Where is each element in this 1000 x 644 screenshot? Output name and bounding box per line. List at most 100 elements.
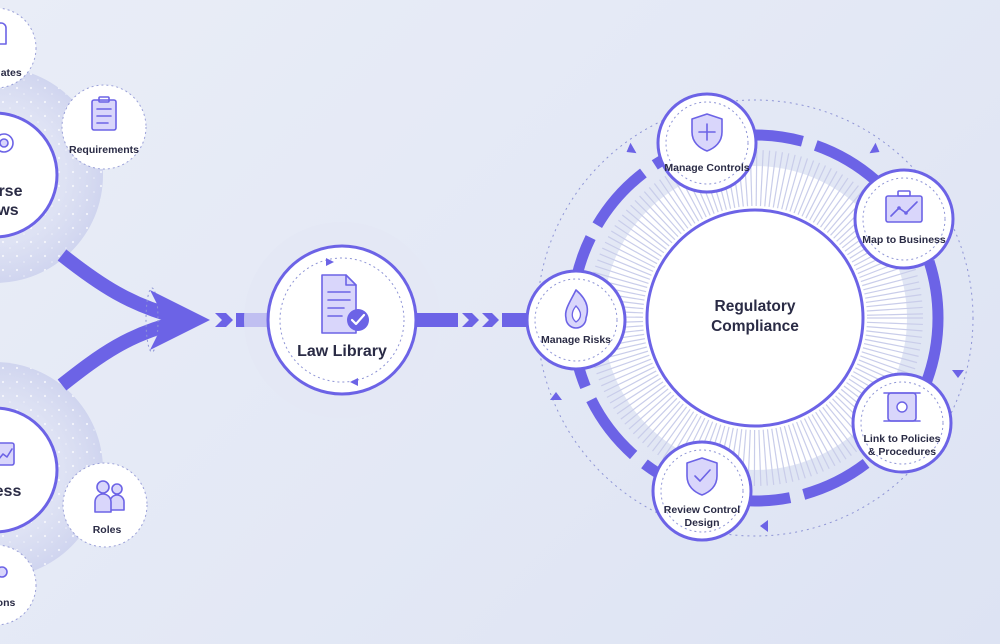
hatch-line	[637, 397, 678, 439]
hatch-line	[775, 427, 788, 484]
hatch-line	[866, 321, 923, 326]
hatch-line	[624, 388, 669, 425]
hatch-line	[861, 351, 916, 370]
cycle-arrowhead-5	[550, 392, 562, 400]
hatch-line	[768, 151, 777, 207]
shield-check-icon	[686, 457, 718, 496]
connector-arrows	[416, 313, 528, 327]
hatch-line	[863, 275, 918, 291]
hatch-line	[664, 175, 696, 224]
hatch-line	[604, 241, 656, 269]
link-policies-label-line1: Link to Policies	[863, 433, 940, 445]
cycle-arrowhead-1	[626, 142, 637, 154]
updates-node	[0, 7, 37, 89]
business-label: ess	[0, 483, 21, 500]
hatch-line	[816, 177, 849, 226]
hatch-line	[653, 183, 689, 229]
hatch-line	[642, 400, 681, 444]
hatch-line	[781, 154, 796, 210]
hatch-line	[599, 253, 652, 276]
review-design-label-line1: Review Control	[664, 504, 741, 516]
hatch-line	[797, 162, 821, 215]
hatch-line	[776, 153, 790, 209]
regulatory-compliance-center	[645, 208, 865, 428]
review-design-label-line2: Design	[684, 517, 719, 529]
hatch-line	[657, 408, 691, 456]
hatch-line	[862, 347, 918, 364]
hatch-line	[610, 230, 660, 261]
hatch-line	[866, 330, 922, 338]
updates-label: dates	[0, 67, 22, 79]
hatch-line	[632, 394, 675, 435]
hatch-line	[630, 204, 673, 244]
shield-plus-icon	[691, 113, 723, 152]
operations-label: ons	[0, 597, 15, 609]
hatch-line	[805, 168, 832, 219]
hatch-line	[862, 268, 917, 287]
hatch-line	[866, 313, 923, 316]
hatch-line	[618, 219, 665, 254]
manage-risks-label: Manage Risks	[541, 334, 611, 346]
hatch-line	[628, 391, 672, 430]
hatch-line	[758, 429, 762, 486]
operations-node	[0, 544, 37, 626]
people-icon	[94, 480, 125, 513]
requirements-label: Requirements	[69, 144, 139, 156]
hatch-line	[759, 150, 764, 207]
document-check-icon	[321, 274, 369, 334]
hatch-line	[772, 152, 784, 208]
hatch-line	[866, 306, 923, 312]
map-to-business-node[interactable]: Map to Business	[853, 168, 955, 270]
scroll-gear-icon	[883, 392, 921, 422]
hatch-line	[771, 428, 781, 485]
hatch-line	[801, 165, 827, 217]
flame-icon	[564, 289, 589, 329]
hatch-line	[662, 411, 695, 459]
hatch-line	[762, 429, 768, 486]
hatch-line	[616, 381, 664, 415]
hatch-line	[866, 300, 923, 308]
merge-arrows	[57, 249, 268, 391]
manage-risks-node[interactable]: Manage Risks	[525, 269, 627, 371]
hatch-line	[625, 209, 670, 247]
hatch-line	[597, 259, 651, 280]
hatch-line	[864, 281, 920, 295]
hatch-line	[603, 366, 655, 393]
law-library-cycle-arrow-bottom	[350, 378, 358, 386]
manage-controls-node[interactable]: Manage Controls	[656, 92, 758, 194]
law-library-label: Law Library	[297, 343, 387, 360]
hatch-line	[793, 160, 815, 214]
hatch-line	[822, 406, 858, 453]
hatch-line	[634, 200, 676, 241]
diverse-laws-label-line2: ws	[0, 202, 19, 219]
hatch-line	[866, 325, 923, 332]
hatch-line	[594, 350, 649, 369]
hatch-line	[807, 416, 836, 467]
hatch-line	[811, 414, 842, 463]
gear-icon	[0, 566, 8, 578]
hatch-line	[755, 150, 758, 207]
cycle-arrowhead-4	[760, 520, 768, 532]
compliance-cycle: Regulatory Compliance Manage Risks Manag…	[525, 92, 974, 542]
map-to-business-label: Map to Business	[862, 234, 946, 246]
hatch-line	[826, 189, 864, 233]
hatch-line	[864, 338, 921, 351]
hatch-line	[820, 181, 854, 228]
hatch-line	[620, 384, 666, 420]
hatch-line	[789, 158, 809, 212]
hatch-line	[648, 187, 685, 232]
hatch-line	[643, 191, 682, 235]
hatch-line	[609, 374, 659, 404]
hatch-line	[596, 354, 650, 375]
hatch-line	[783, 425, 800, 481]
review-control-design-node[interactable]: Review Control Design	[651, 440, 753, 542]
hatch-line	[598, 358, 652, 381]
hatch-line	[639, 195, 679, 238]
hatch-line	[796, 421, 818, 475]
hatch-line	[865, 334, 922, 345]
link-policies-node[interactable]: Link to Policies & Procedures	[851, 372, 953, 474]
hatch-line	[787, 424, 806, 479]
cycle-arrowhead-2	[869, 142, 880, 154]
hatch-line	[818, 409, 852, 456]
